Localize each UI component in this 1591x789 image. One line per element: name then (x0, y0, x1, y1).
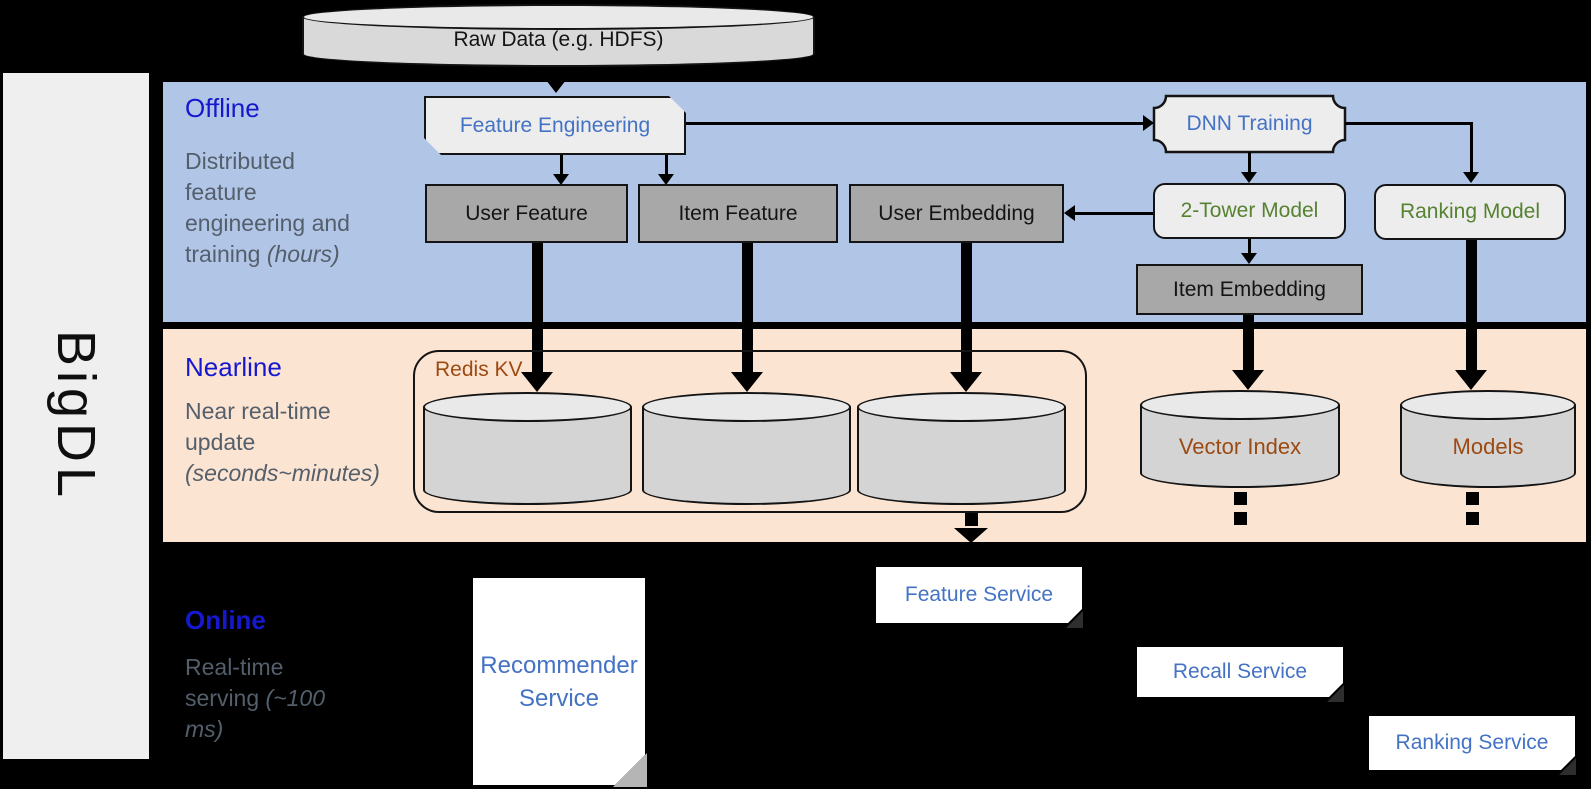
vector-index-cylinder: Vector Index (1140, 390, 1340, 488)
bigdl-sidebar: BigDL (3, 73, 149, 759)
user-feature-label: User Feature (465, 201, 588, 225)
recommender-service-label: Recommender Service (480, 651, 638, 712)
user-feature-node: User Feature (425, 184, 628, 243)
ranking-model-label: Ranking Model (1399, 200, 1541, 223)
item-feature-node: Item Feature (638, 184, 838, 243)
arrow-fe-to-itemfeature (665, 155, 668, 174)
models-label: Models (1452, 434, 1524, 459)
raw-data-cylinder-top (302, 4, 815, 30)
kv-cylinder-2 (642, 392, 851, 505)
arrowhead-twotower-to-userembedding (1064, 205, 1075, 221)
offline-band-label: Offline (185, 93, 260, 123)
arrow-fe-to-dnn (686, 122, 1143, 125)
dashed-models-to-ranking-1 (1466, 492, 1479, 505)
feature-service-label: Feature Service (904, 583, 1054, 606)
dashed-vectorindex-to-recall-1 (1234, 492, 1247, 505)
arrow-itemfeature-to-kv (742, 243, 753, 373)
ranking-service-card: Ranking Service (1369, 716, 1575, 770)
kv-cylinder-1 (423, 392, 632, 505)
item-embedding-node: Item Embedding (1136, 264, 1363, 315)
arrow-userembedding-to-kv (961, 243, 972, 373)
arrow-itemembedding-to-vectorindex (1243, 315, 1254, 371)
offline-desc-note: (hours) (266, 241, 340, 267)
kv-cylinder-3-top (857, 392, 1066, 422)
arrow-userfeature-to-kv (532, 243, 543, 373)
two-tower-model-node: 2-Tower Model (1153, 183, 1346, 239)
arrowhead-itemfeature-to-kv (731, 372, 763, 392)
arrowhead-rawdata-to-fe (546, 80, 566, 93)
raw-data-label: Raw Data (e.g. HDFS) (453, 28, 664, 51)
dashed-models-to-ranking-2 (1466, 512, 1479, 525)
arrowhead-fe-to-userfeature (553, 174, 569, 185)
kv-cylinder-3 (857, 392, 1066, 505)
online-desc-text: Real-time serving (185, 654, 284, 711)
recall-service-label: Recall Service (1172, 660, 1308, 683)
bigdl-label: BigDL (46, 329, 106, 503)
offline-desc-text: Distributed feature engineering and trai… (185, 148, 350, 267)
arrow-rawdata-to-fe (553, 67, 558, 80)
plaque-shape (1152, 94, 1347, 154)
models-cylinder: Models (1400, 390, 1576, 488)
vector-index-cylinder-top (1140, 390, 1340, 420)
arrow-fe-to-userfeature (560, 155, 563, 174)
arrowhead-fe-to-dnn (1143, 115, 1154, 131)
item-feature-label: Item Feature (678, 201, 798, 225)
arrow-rankingmodel-to-models (1466, 240, 1477, 371)
feature-engineering-label: Feature Engineering (459, 113, 651, 137)
arrowhead-userfeature-to-kv (521, 372, 553, 392)
item-embedding-label: Item Embedding (1173, 277, 1326, 301)
dashed-vectorindex-to-recall-2 (1234, 512, 1247, 525)
dnn-training-label: DNN Training (1186, 112, 1313, 135)
models-cylinder-top (1400, 390, 1576, 420)
arrowhead-userembedding-to-kv (950, 372, 982, 392)
online-desc-note: (~100 ms) (185, 685, 326, 742)
ranking-service-label: Ranking Service (1395, 731, 1549, 754)
kv-cylinder-3-body (857, 407, 1066, 505)
arrowhead-kv-to-featureservice (954, 528, 988, 543)
redis-kv-label: Redis KV (435, 358, 523, 381)
online-band-desc: Real-time serving (~100 ms) (185, 652, 335, 745)
nearline-band-label: Nearline (185, 352, 282, 382)
arrowhead-twotower-to-itemembedding (1241, 253, 1257, 264)
arrow-dnn-to-twotower (1248, 152, 1251, 173)
arrowhead-rankingmodel-to-models (1455, 370, 1487, 390)
feature-engineering-node: Feature Engineering (424, 96, 686, 155)
ranking-model-node: Ranking Model (1374, 184, 1566, 240)
arrow-dnn-to-ranking-h (1345, 122, 1473, 125)
arrowhead-fe-to-itemfeature (658, 174, 674, 185)
kv-cylinder-1-top (423, 392, 632, 422)
vector-index-label: Vector Index (1178, 434, 1302, 459)
two-tower-model-label: 2-Tower Model (1180, 199, 1319, 222)
user-embedding-label: User Embedding (878, 201, 1035, 225)
user-embedding-node: User Embedding (849, 184, 1064, 243)
raw-data-cylinder: Raw Data (e.g. HDFS) (302, 4, 815, 67)
arrow-twotower-to-itemembedding (1248, 239, 1251, 254)
kv-cylinder-1-body (423, 407, 632, 505)
dnn-training-node: DNN Training (1152, 94, 1347, 154)
kv-cylinder-2-body (642, 407, 851, 505)
arrowhead-dnn-to-ranking (1463, 172, 1479, 183)
arrow-dnn-to-ranking-v (1470, 122, 1473, 173)
arrow-twotower-to-userembedding (1074, 212, 1153, 215)
feature-service-card: Feature Service (876, 567, 1082, 623)
dashed-kv-to-featureservice (965, 513, 978, 526)
recall-service-card: Recall Service (1137, 647, 1343, 697)
nearline-desc-text: Near real-time update (185, 398, 331, 455)
recommender-service-doc: Recommender Service (473, 578, 645, 785)
redis-kv-container: Redis KV (413, 350, 1087, 513)
online-band-label: Online (185, 605, 266, 635)
kv-cylinder-2-top (642, 392, 851, 422)
arrowhead-itemembedding-to-vectorindex (1232, 370, 1264, 390)
nearline-desc-note: (seconds~minutes) (185, 460, 380, 486)
offline-band-desc: Distributed feature engineering and trai… (185, 146, 365, 270)
arrowhead-dnn-to-twotower (1241, 172, 1257, 183)
nearline-band-desc: Near real-time update (seconds~minutes) (185, 396, 390, 489)
